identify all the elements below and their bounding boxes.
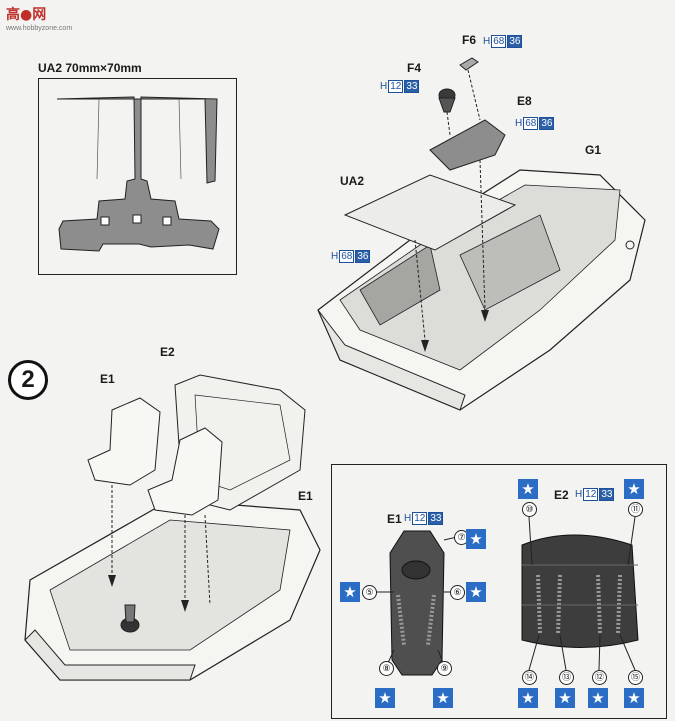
star-icon: ★ xyxy=(340,582,360,602)
star-icon: ★ xyxy=(466,582,486,602)
part-label-ua2: UA2 xyxy=(340,174,365,188)
decal-panel xyxy=(38,78,237,275)
decal-number-14: ⑭ xyxy=(522,670,537,685)
part-label-f4: F4 xyxy=(407,61,422,75)
part-label-e2: E2 xyxy=(160,345,175,359)
decal-number-13: ⑬ xyxy=(559,670,574,685)
star-icon: ★ xyxy=(518,688,538,708)
star-icon: ★ xyxy=(624,688,644,708)
site-logo: 高●网 xyxy=(6,7,47,23)
seat-assembly-drawing xyxy=(24,374,321,681)
decal-number-15: ⑮ xyxy=(628,670,643,685)
star-icon: ★ xyxy=(555,688,575,708)
part-label-e1-right: E1 xyxy=(298,489,313,503)
star-icon: ★ xyxy=(375,688,395,708)
site-logo-url: www.hobbyzone.com xyxy=(6,25,73,32)
decal-panel-title: UA2 70mm×70mm xyxy=(38,61,142,75)
star-icon: ★ xyxy=(433,688,453,708)
detail-label-e1: E1 xyxy=(387,512,402,526)
decal-number-11: ⑪ xyxy=(628,502,643,517)
star-icon: ★ xyxy=(466,529,486,549)
part-label-f6: F6 xyxy=(462,33,477,47)
part-label-g1: G1 xyxy=(585,143,602,157)
floor-assembly-drawing xyxy=(317,57,646,411)
detail-label-e2: E2 xyxy=(554,488,569,502)
part-label-e8: E8 xyxy=(517,94,532,108)
star-icon: ★ xyxy=(588,688,608,708)
star-icon: ★ xyxy=(624,479,644,499)
star-icon: ★ xyxy=(518,479,538,499)
decal-number-8: ⑧ xyxy=(379,661,394,676)
part-label-e1-left: E1 xyxy=(100,372,115,386)
decal-number-5: ⑤ xyxy=(362,585,377,600)
seat-decal-diagram xyxy=(372,516,639,676)
decal-number-12: ⑫ xyxy=(592,670,607,685)
decal-number-10: ⑩ xyxy=(522,502,537,517)
decal-number-9: ⑨ xyxy=(437,661,452,676)
ua2-decal-shape xyxy=(56,96,220,252)
decal-number-6: ⑥ xyxy=(450,585,465,600)
step-number: 2 xyxy=(8,360,48,400)
